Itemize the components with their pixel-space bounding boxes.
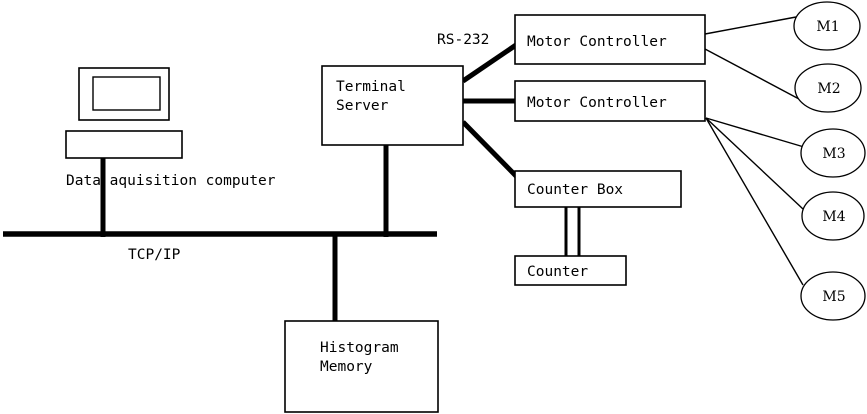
computer-base-shape bbox=[65, 130, 183, 159]
counter-box bbox=[514, 255, 627, 286]
connection-motor-controller-1-to-m1 bbox=[704, 16, 797, 35]
motor-m5-shape bbox=[800, 271, 866, 321]
motor-m4-shape bbox=[801, 191, 865, 241]
connection-motor-controller-2-to-m4 bbox=[705, 117, 804, 210]
histogram-memory-label-line1: Histogram bbox=[320, 340, 399, 356]
terminal-server-label-line1: Terminal bbox=[336, 79, 406, 95]
connection-motor-controller-2-to-m3 bbox=[705, 117, 805, 148]
histogram-memory-label-line2: Memory bbox=[320, 359, 373, 375]
motor-m3-label: M3 bbox=[822, 146, 845, 162]
connection-terminal-server-to-motor-controller-1 bbox=[461, 42, 518, 84]
computer-screen-icon bbox=[92, 76, 161, 111]
motor-controller-2-label: Motor Controller bbox=[527, 95, 667, 111]
motor-controller-2-box bbox=[514, 80, 706, 122]
counter-label: Counter bbox=[527, 264, 588, 280]
motor-m2-shape bbox=[794, 63, 862, 113]
connection-motor-controller-1-to-m2 bbox=[704, 48, 800, 100]
tcpip-bus-label: TCP/IP bbox=[128, 247, 181, 263]
rs232-label: RS-232 bbox=[437, 32, 489, 48]
terminal-server-box bbox=[321, 65, 464, 146]
motor-m5-label: M5 bbox=[822, 289, 845, 305]
counter-box-box bbox=[514, 170, 682, 208]
data-acquisition-computer-label: Data aquisition computer bbox=[66, 173, 276, 189]
motor-m4-label: M4 bbox=[822, 209, 845, 225]
motor-m1-shape bbox=[793, 1, 861, 51]
terminal-server-label-line2: Server bbox=[336, 98, 389, 114]
motor-controller-1-label: Motor Controller bbox=[527, 34, 667, 50]
histogram-memory-box bbox=[284, 320, 439, 413]
motor-m2-label: M2 bbox=[817, 81, 840, 97]
counter-box-label: Counter Box bbox=[527, 182, 623, 198]
motor-m3-shape bbox=[800, 128, 866, 178]
motor-m1-label: M1 bbox=[816, 19, 839, 35]
connection-terminal-server-to-counter-box bbox=[461, 120, 519, 179]
motor-controller-1-box bbox=[514, 14, 706, 65]
connection-motor-controller-2-to-m5 bbox=[705, 117, 804, 286]
